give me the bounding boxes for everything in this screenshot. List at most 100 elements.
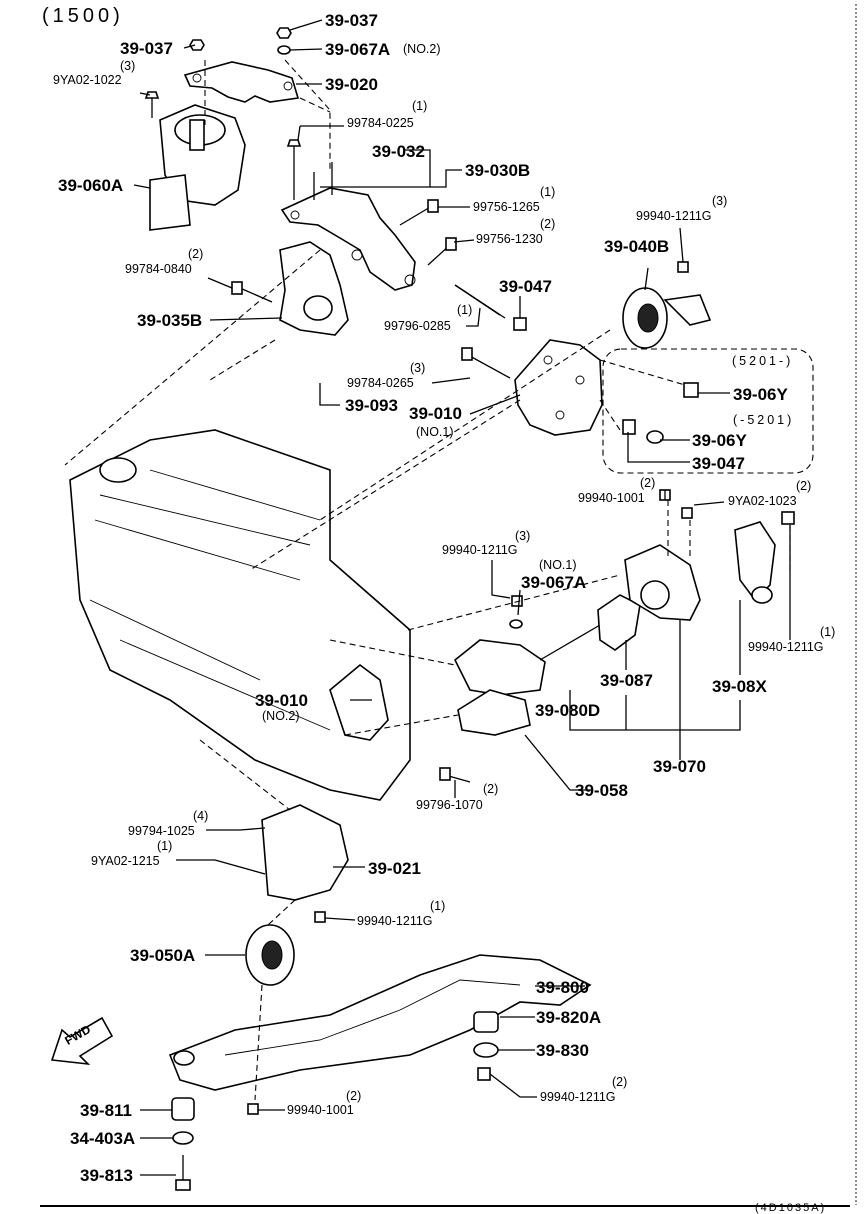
label-39-070[interactable]: 39-070 [653,757,706,776]
label-99940-1211g-b[interactable]: 99940-1211G [442,543,518,557]
part-39-058-plate [457,689,531,736]
qty-9ya02-1215: (1) [157,839,173,853]
leader-lines [133,19,791,1176]
label-39-800[interactable]: 39-800 [536,978,589,997]
part-39-047-clip [513,317,527,331]
label-39-06y-a[interactable]: 39-06Y [733,385,788,404]
label-39-060a[interactable]: 39-060A [58,176,124,195]
label-39-047-b[interactable]: 39-047 [692,454,745,473]
part-39-047-b [622,419,636,435]
engine-block [69,429,411,801]
qty-99940-1211g-c: (1) [820,625,836,639]
label-5201-before: (-5201) [733,413,795,427]
label-39-087[interactable]: 39-087 [600,671,653,690]
label-99940-1001-b[interactable]: 99940-1001 [287,1103,354,1117]
label-99796-1070[interactable]: 99796-1070 [416,798,483,812]
qty-99940-1211g-a: (3) [712,194,728,208]
label-39-06y-b[interactable]: 39-06Y [692,431,747,450]
label-99784-0265[interactable]: 99784-0265 [347,376,414,390]
label-no2-b: (NO.2) [262,709,300,723]
label-99940-1001-a[interactable]: 99940-1001 [578,491,645,505]
qty-99796-0285: (1) [457,303,473,317]
part-39-021-bracket [261,804,349,901]
part-39-035b-bracket [279,241,349,336]
label-39-067a-top[interactable]: 39-067A [325,40,391,59]
label-99756-1230[interactable]: 99756-1230 [476,232,543,246]
qty-9ya02-1023: (2) [796,479,812,493]
qty-99940-1001-a: (2) [640,476,656,490]
label-99756-1265[interactable]: 99756-1265 [473,200,540,214]
qty-99784-0840: (2) [188,247,204,261]
diagram-code: (1500) [42,5,124,27]
part-39-050a-mount [245,924,295,986]
label-39-037-left[interactable]: 39-037 [120,39,173,58]
bushing-stack-right [473,1011,499,1081]
part-39-06y-b [646,430,664,444]
label-5201-after: (5201-) [732,354,794,368]
label-9ya02-1215[interactable]: 9YA02-1215 [91,854,160,868]
label-no1-a: (NO.1) [416,425,454,439]
label-39-050a[interactable]: 39-050A [130,946,196,965]
label-39-093[interactable]: 39-093 [345,396,398,415]
label-no1-b: (NO.1) [539,558,577,572]
label-39-820a[interactable]: 39-820A [536,1008,602,1027]
qty-99940-1001-b: (2) [346,1089,362,1103]
label-99794-1025[interactable]: 99794-1025 [128,824,195,838]
part-39-040b-mount [622,287,712,349]
label-39-040b[interactable]: 39-040B [604,237,670,256]
footer-code: (4D1035A) [755,1202,827,1214]
qty-9ya02-1022: (3) [120,59,136,73]
label-39-080d[interactable]: 39-080D [535,701,601,720]
part-39-080d-bracket [453,624,601,696]
part-39-030b-bracket [280,187,416,291]
label-39-811[interactable]: 39-811 [80,1101,132,1120]
label-39-830[interactable]: 39-830 [536,1041,589,1060]
label-99940-1211g-d[interactable]: 99940-1211G [357,914,433,928]
label-99940-1211g-c[interactable]: 99940-1211G [748,640,824,654]
qty-99940-1211g-d: (1) [430,899,446,913]
dashed-lines [64,59,791,1101]
fwd-arrow-icon [50,1016,114,1066]
label-34-403a[interactable]: 34-403A [70,1129,136,1148]
label-39-047-a[interactable]: 39-047 [499,277,552,296]
qty-99794-1025: (4) [193,809,209,823]
label-39-08x[interactable]: 39-08X [712,677,767,696]
part-39-060a-mount [149,104,246,231]
label-39-021[interactable]: 39-021 [368,859,421,878]
qty-99940-1211g-e: (2) [612,1075,628,1089]
label-39-813[interactable]: 39-813 [80,1166,133,1185]
bolt-group-top [144,27,457,303]
label-9ya02-1022[interactable]: 9YA02-1022 [53,73,122,87]
label-39-020[interactable]: 39-020 [325,75,378,94]
label-39-030b[interactable]: 39-030B [465,161,531,180]
part-39-070-mount [624,544,701,621]
label-99784-0225[interactable]: 99784-0225 [347,116,414,130]
label-39-010-no2[interactable]: 39-010 [255,691,308,710]
part-39-800-crossmember [168,954,592,1091]
label-39-010-no1[interactable]: 39-010 [409,404,462,423]
part-39-06y-a [683,382,699,398]
qty-99940-1211g-b: (3) [515,529,531,543]
part-39-020-bracket [183,61,300,103]
label-39-067a-mid[interactable]: 39-067A [521,573,587,592]
qty-99796-1070: (2) [483,782,499,796]
qty-99784-0265: (3) [410,361,426,375]
label-39-035b[interactable]: 39-035B [137,311,203,330]
label-39-037-right[interactable]: 39-037 [325,11,378,30]
label-99784-0840[interactable]: 99784-0840 [125,262,192,276]
part-39-087-mount [597,594,641,651]
qty-99756-1230: (2) [540,217,556,231]
label-39-058[interactable]: 39-058 [575,781,628,800]
variant-box [602,348,814,474]
label-no2-top: (NO.2) [403,42,441,56]
part-39-08x-bracket [734,521,776,604]
label-99940-1211g-a[interactable]: 99940-1211G [636,209,712,223]
part-39-010-no1-bracket [514,339,603,436]
qty-99756-1265: (1) [540,185,556,199]
qty-99784-0225: (1) [412,99,428,113]
label-9ya02-1023[interactable]: 9YA02-1023 [728,494,797,508]
label-39-032[interactable]: 39-032 [372,142,425,161]
label-99796-0285[interactable]: 99796-0285 [384,319,451,333]
label-99940-1211g-e[interactable]: 99940-1211G [540,1090,616,1104]
